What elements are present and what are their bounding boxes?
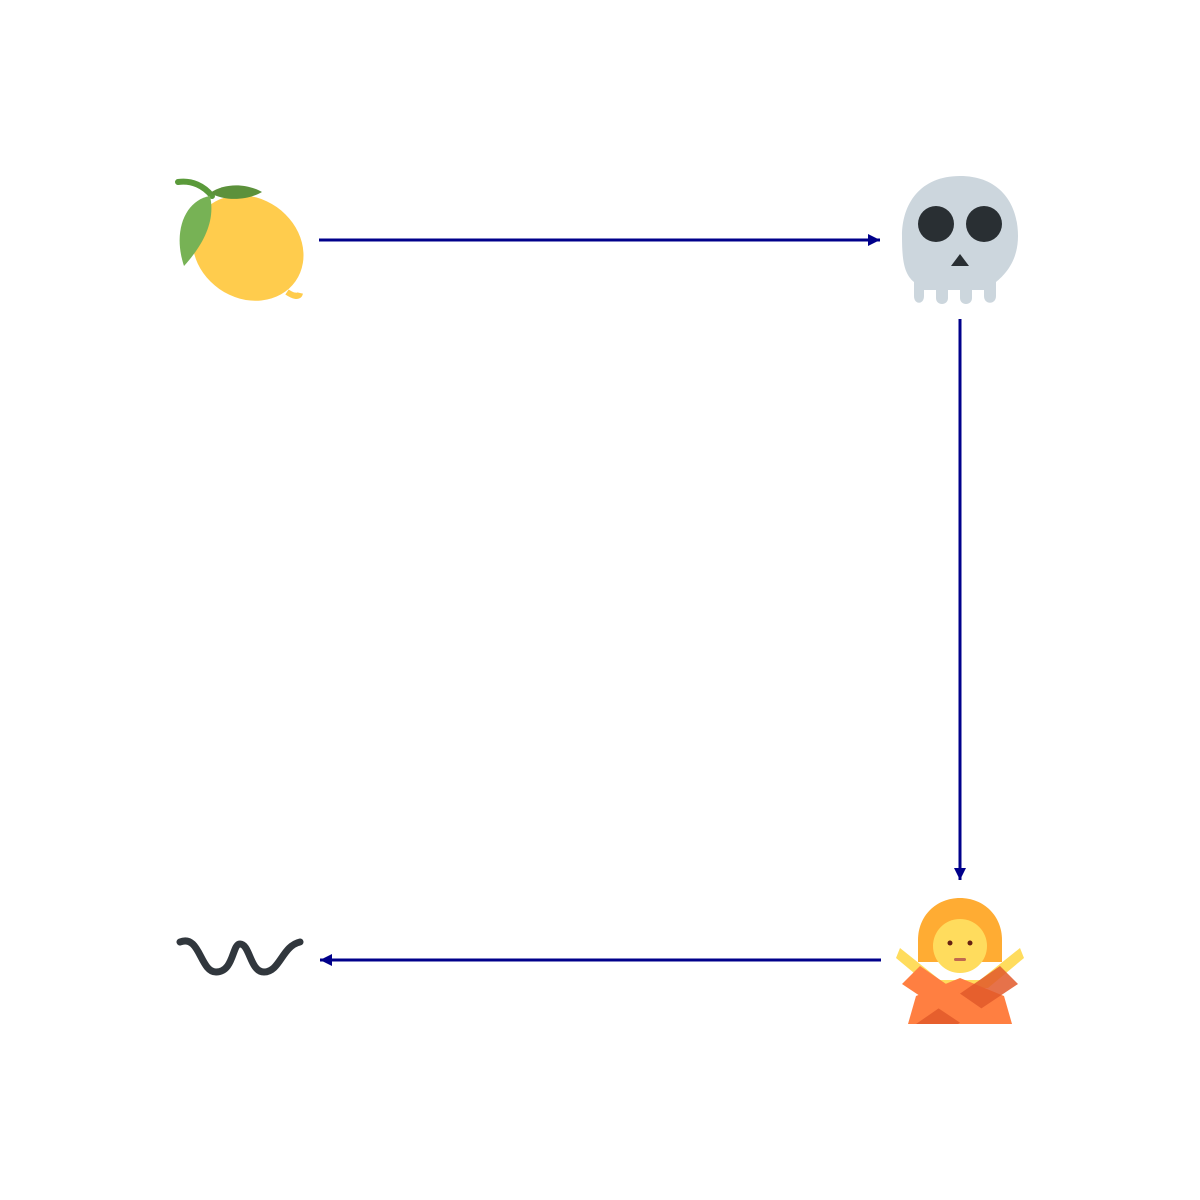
wavy-dash-icon bbox=[176, 937, 304, 976]
lemon-icon bbox=[175, 178, 304, 301]
skull-icon bbox=[902, 176, 1018, 304]
person-gesturing-no-icon bbox=[896, 898, 1024, 1024]
